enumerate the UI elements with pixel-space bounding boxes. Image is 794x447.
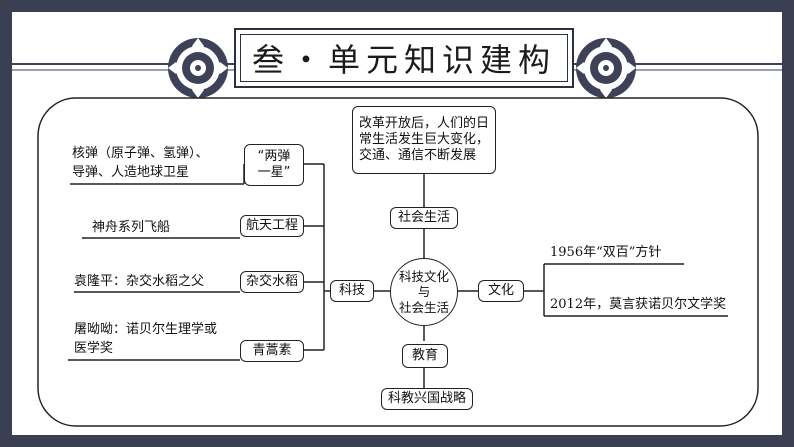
center-node: 科技文化 与 社会生活 bbox=[390, 258, 458, 326]
strategy-node: 科教兴国战略 bbox=[381, 388, 473, 410]
title-banner: 叁・单元知识建构 bbox=[234, 28, 574, 88]
top-box: 改革开放后，人们的日 常生活发生巨大变化， 交通、通信不断发展 bbox=[352, 106, 496, 174]
rice-node: 杂交水稻 bbox=[240, 271, 304, 293]
tech-node: 科技 bbox=[330, 280, 374, 302]
culture-leaf-1956: 1956年“双百”方针 bbox=[550, 245, 662, 260]
two-bombs-leaf: 核弹（原子弹、氢弹）、 导弹、人造地球卫星 bbox=[72, 146, 209, 180]
culture-node: 文化 bbox=[478, 280, 524, 302]
mind-map-lines bbox=[37, 97, 759, 427]
space-node: 航天工程 bbox=[240, 215, 304, 237]
education-node: 教育 bbox=[402, 344, 448, 368]
artemisinin-leaf: 屠呦呦：诺贝尔生理学或 医学奖 bbox=[74, 322, 218, 356]
artemisinin-node: 青蒿素 bbox=[240, 340, 304, 362]
two-bombs-node: “两弹 一星” bbox=[244, 144, 304, 186]
slide-frame: 叁・单元知识建构 改革开放后，人们的日 常生活发生巨大变化， 交通、通信不断发展… bbox=[12, 12, 782, 435]
culture-leaf-2012: 2012年，莫言获诺贝尔文学奖 bbox=[550, 297, 727, 312]
rice-leaf: 袁隆平：杂交水稻之父 bbox=[74, 274, 205, 289]
ornament-right-icon bbox=[576, 38, 636, 98]
ornament-row bbox=[12, 38, 782, 98]
space-leaf: 神舟系列飞船 bbox=[92, 220, 171, 235]
ornament-left-icon bbox=[168, 38, 228, 98]
social-life-node: 社会生活 bbox=[390, 207, 458, 229]
